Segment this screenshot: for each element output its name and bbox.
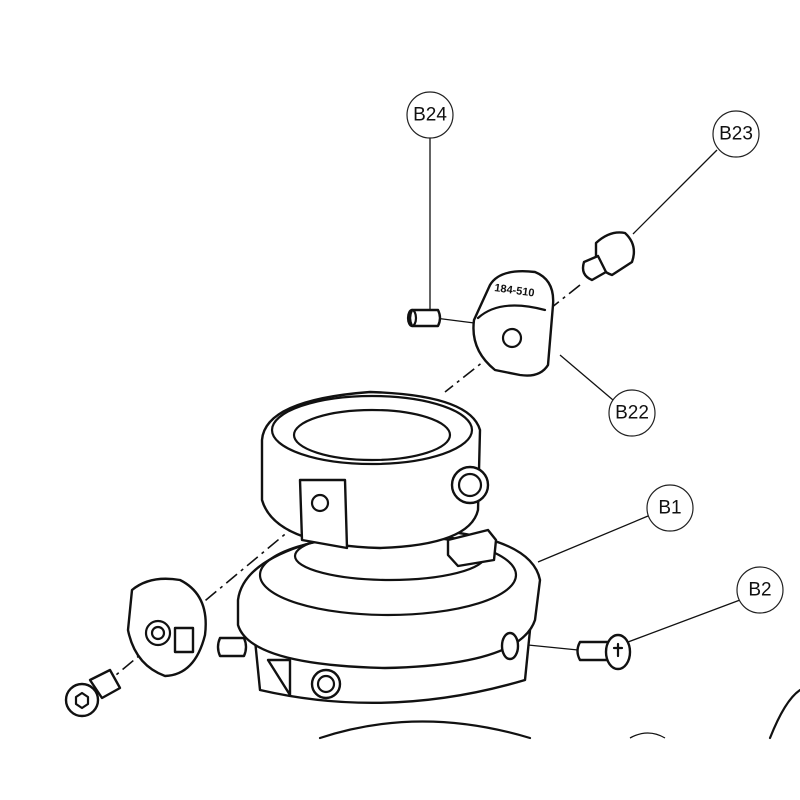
leader-lines: [429, 137, 741, 651]
locating-key: [446, 528, 498, 568]
callout-label: B22: [615, 403, 649, 424]
callout-label: B24: [413, 105, 447, 126]
callout-b1: B1: [646, 484, 694, 532]
countersunk-screw-b2: [576, 633, 632, 671]
clamp-ring: [260, 390, 498, 568]
lower-right-part-edge: [768, 688, 800, 740]
clamp-block-b22: 184-510: [472, 270, 555, 377]
pin-b24: [406, 308, 442, 328]
screw-b23: [581, 231, 636, 282]
lower-ring-part: [318, 720, 532, 740]
callout-label: B1: [658, 498, 681, 519]
left-clamp-block: [126, 577, 207, 678]
callout-label: B23: [719, 124, 753, 145]
callout-b22: B22: [608, 389, 656, 437]
part-marking: 184-510: [494, 282, 536, 300]
callout-label: B2: [748, 580, 771, 601]
lower-callout-edge: [629, 732, 666, 739]
callout-b2: B2: [736, 566, 784, 614]
callout-b24: B24: [406, 91, 454, 139]
callout-b23: B23: [712, 110, 760, 158]
left-cap-screw: [64, 668, 122, 718]
left-pin: [216, 636, 248, 658]
